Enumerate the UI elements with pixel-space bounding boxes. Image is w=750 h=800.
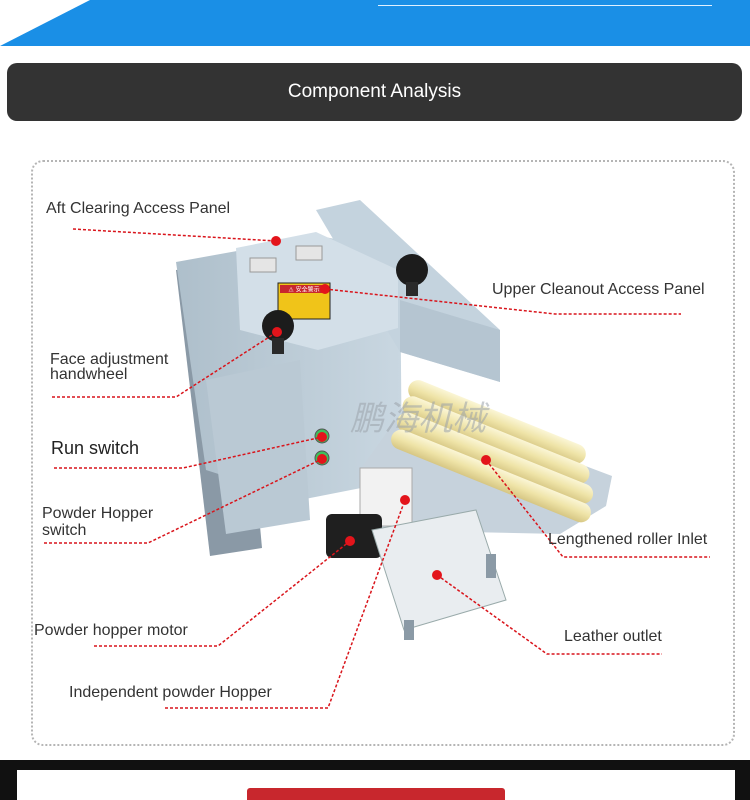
dot-aft [271,236,281,246]
dot-run [317,432,327,442]
label-powder-hopper-switch: Powder Hopper switch [42,505,154,539]
leader-motor [94,540,351,647]
bottom-red-banner [247,788,505,800]
label-upper-cleanout-access-panel: Upper Cleanout Access Panel [492,281,705,298]
label-aft-clearing-access-panel: Aft Clearing Access Panel [46,200,231,217]
leader-leather [436,574,662,655]
leader-aft [72,228,277,242]
section-title-bar: Component Analysis [7,63,742,121]
leader-run [54,436,323,469]
dot-independent [400,495,410,505]
label-independent-powder-hopper: Independent powder Hopper [69,684,272,701]
label-run-switch: Run switch [51,438,140,458]
top-banner [0,0,750,46]
warning-label-text: ⚠ 安全警示 [288,286,319,294]
roller-set [391,380,594,523]
dot-motor [345,536,355,546]
banner-wedge [0,0,90,46]
leader-roller [485,459,710,558]
diagram-frame [31,160,735,746]
label-lengthened-roller-inlet: Lengthened roller Inlet [548,531,708,548]
leader-upper [324,288,681,315]
dot-face [272,327,282,337]
leader-hopper-switch [44,458,323,544]
label-face-adjustment-handwheel: Face adjustment handwheel [50,351,169,383]
watermark-text: 鹏海机械 [350,399,490,439]
dot-roller [481,455,491,465]
leader-independent [165,499,406,709]
label-leather-outlet: Leather outlet [564,628,662,645]
dot-upper [320,284,330,294]
leader-lines [44,228,710,709]
banner-line [378,5,712,6]
leader-face [52,331,278,398]
label-powder-hopper-motor: Powder hopper motor [34,622,188,639]
component-dots [271,236,491,580]
dot-leather [432,570,442,580]
section-title: Component Analysis [287,81,462,102]
machine-body: ⚠ 安全警示 [176,200,612,640]
dot-hopper-switch [317,454,327,464]
